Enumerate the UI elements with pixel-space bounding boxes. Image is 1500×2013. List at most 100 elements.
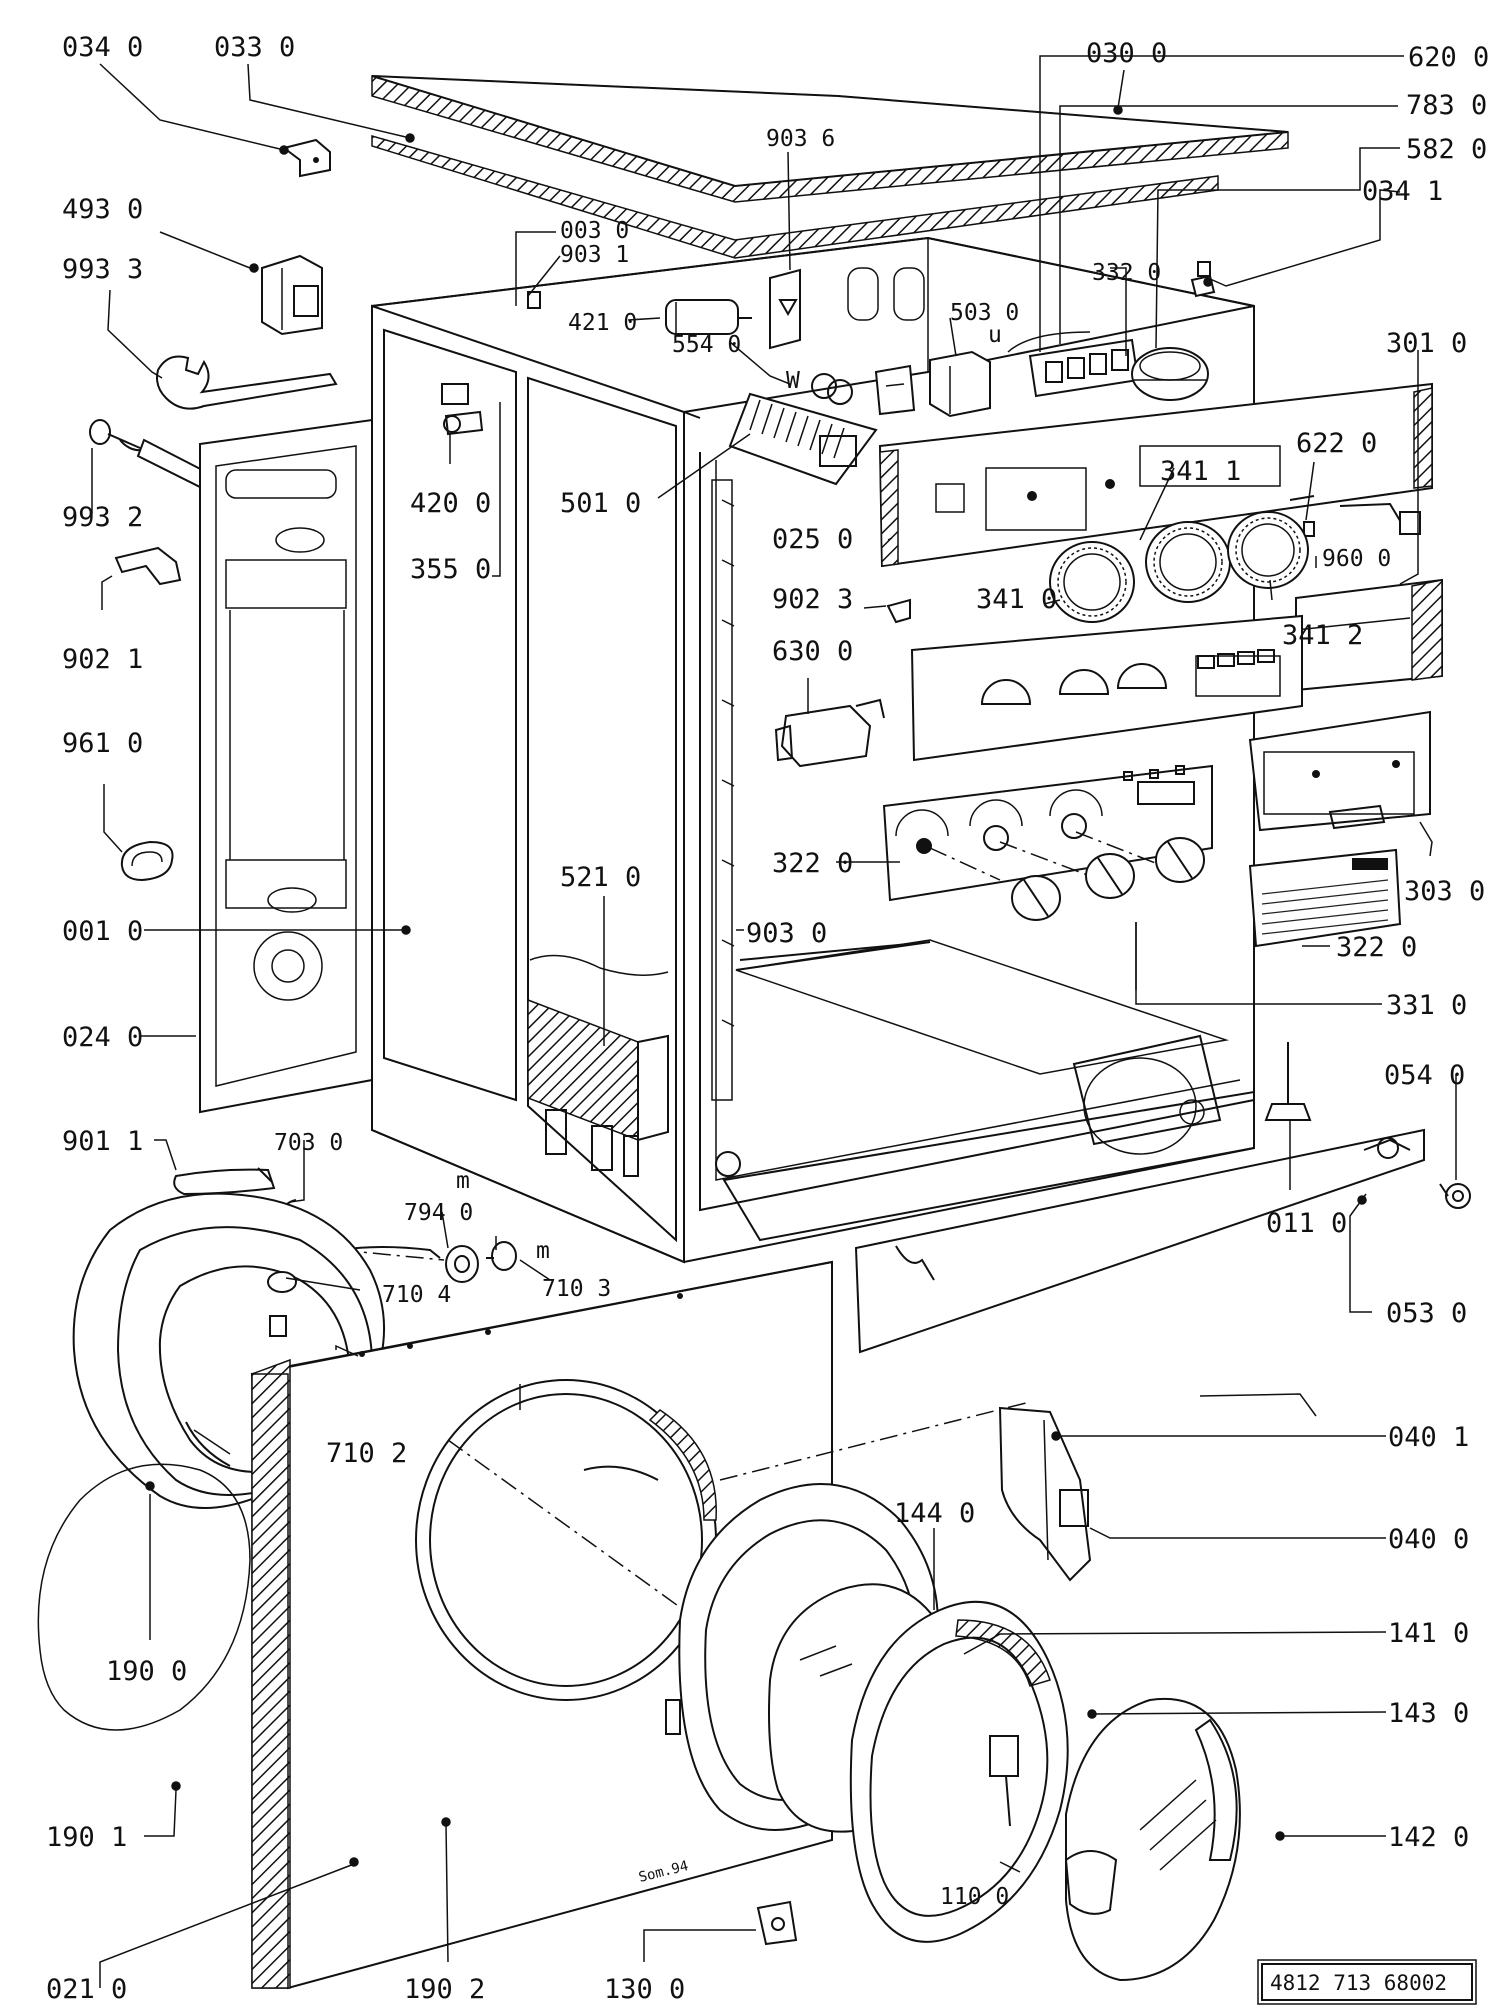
label-493-0: 493 0 — [62, 194, 143, 225]
label-003-0: 003 0 — [560, 218, 629, 244]
label-u: u — [988, 322, 1002, 348]
label-794-0: 794 0 — [404, 1200, 473, 1226]
label-901-1: 901 1 — [62, 1126, 143, 1157]
label-024-0: 024 0 — [62, 1022, 143, 1053]
label-025-0: 025 0 — [772, 524, 853, 555]
label-622-0: 622 0 — [1296, 428, 1377, 459]
control-fascia — [910, 614, 1303, 762]
leader-lines — [91, 55, 1457, 1988]
label-503-0: 503 0 — [950, 300, 1019, 326]
label-421-0: 421 0 — [568, 310, 637, 336]
knob-331-b — [1085, 853, 1135, 899]
plinth-053 — [854, 1128, 1425, 1354]
label-021-0: 021 0 — [46, 1974, 127, 2005]
label-703-0: 703 0 — [274, 1130, 343, 1156]
label-034-0: 034 0 — [62, 32, 143, 63]
label-322-0-a: 322 0 — [772, 848, 853, 879]
label-m2: m — [536, 1238, 550, 1264]
label-341-1: 341 1 — [1160, 456, 1241, 487]
label-993-3: 993 3 — [62, 254, 143, 285]
label-960-0: 960 0 — [1322, 546, 1391, 572]
label-902-3: 902 3 — [772, 584, 853, 615]
label-554-0: 554 0 — [672, 332, 741, 358]
label-130-0: 130 0 — [604, 1974, 685, 2005]
programme-selector-341-2 — [1227, 511, 1309, 589]
bracket-034 — [281, 138, 331, 178]
electronic-module-521 — [527, 954, 669, 1177]
knob-331-c — [1155, 837, 1205, 883]
label-582-0: 582 0 — [1406, 134, 1487, 165]
drawing-code-box: 4812 713 68002 — [1257, 1959, 1477, 2005]
filter-554 — [811, 364, 916, 416]
detergent-drawer-303 — [1248, 710, 1431, 832]
label-902-1: 902 1 — [62, 644, 143, 675]
label-011-0: 011 0 — [1266, 1208, 1347, 1239]
rating-plate-322 — [1248, 848, 1402, 948]
drawing-code: 4812 713 68002 — [1270, 1971, 1447, 1995]
top-cover — [371, 75, 1289, 259]
screw-054 — [1439, 1183, 1471, 1209]
label-w: W — [786, 368, 800, 394]
side-panel — [199, 418, 373, 1114]
programme-selector-341-1 — [1145, 521, 1231, 603]
label-034-1: 034 1 — [1362, 176, 1443, 207]
label-501-0: 501 0 — [560, 488, 641, 519]
label-993-2: 993 2 — [62, 502, 143, 533]
cable-connector-420 — [441, 383, 484, 436]
door-frame-142 — [849, 1600, 1069, 1943]
label-054-0: 054 0 — [1384, 1060, 1465, 1091]
label-141-0: 141 0 — [1388, 1618, 1469, 1649]
label-033-0: 033 0 — [214, 32, 295, 63]
door-window-142 — [1064, 1697, 1241, 1982]
label-190-1: 190 1 — [46, 1822, 127, 1853]
label-331-0: 331 0 — [1386, 990, 1467, 1021]
label-710-4: 710 4 — [382, 1282, 451, 1308]
label-620-0: 620 0 — [1408, 42, 1489, 73]
door-hinge-040 — [998, 1406, 1092, 1582]
label-144-0: 144 0 — [894, 1498, 975, 1529]
bolt-993-2 — [89, 419, 216, 492]
label-110-0: 110 0 — [940, 1884, 1009, 1910]
clamp-901-1 — [173, 1167, 276, 1196]
bracket-903-6 — [769, 268, 801, 350]
relay-503 — [929, 350, 991, 418]
label-142-0: 142 0 — [1388, 1822, 1469, 1853]
part-003 — [527, 291, 541, 309]
programme-selector-341-0 — [1049, 541, 1135, 623]
capacitor-421 — [665, 299, 752, 335]
pressure-switch-493 — [261, 254, 323, 336]
label-783-0: 783 0 — [1406, 90, 1487, 121]
label-001-0: 001 0 — [62, 916, 143, 947]
label-143-0: 143 0 — [1388, 1698, 1469, 1729]
label-341-2: 341 2 — [1282, 620, 1363, 651]
label-355-0: 355 0 — [410, 554, 491, 585]
label-190-2: 190 2 — [404, 1974, 485, 2005]
clip-902-1 — [114, 546, 182, 586]
label-m1: m — [456, 1168, 470, 1194]
timer-motor-332 — [1131, 347, 1209, 401]
label-322-0-b: 322 0 — [1336, 932, 1417, 963]
bracket-902-3 — [886, 598, 911, 624]
control-panel-frame-301 — [1295, 578, 1443, 692]
label-040-1: 040 1 — [1388, 1422, 1469, 1453]
seal-794 — [445, 1245, 479, 1283]
ring-961 — [120, 840, 174, 882]
label-190-0: 190 0 — [106, 1656, 187, 1687]
knob-panel-322 — [882, 764, 1213, 990]
label-301-0: 301 0 — [1386, 328, 1467, 359]
label-040-0: 040 0 — [1388, 1524, 1469, 1555]
label-961-0: 961 0 — [62, 728, 143, 759]
control-module-501 — [728, 392, 878, 486]
part-labels: 034 0 033 0 030 0 620 0 783 0 582 0 034 … — [46, 32, 1489, 2005]
label-903-6: 903 6 — [766, 126, 835, 152]
wrench-993 — [156, 355, 338, 410]
label-332-0: 332 0 — [1092, 260, 1161, 286]
label-341-0: 341 0 — [976, 584, 1057, 615]
knob-331-a — [1011, 875, 1061, 921]
hinge-130 — [756, 1900, 798, 1946]
door-lock-630 — [774, 698, 885, 768]
label-903-1: 903 1 — [560, 242, 629, 268]
label-053-0: 053 0 — [1386, 1298, 1467, 1329]
front-panel-021 — [250, 1260, 833, 1990]
